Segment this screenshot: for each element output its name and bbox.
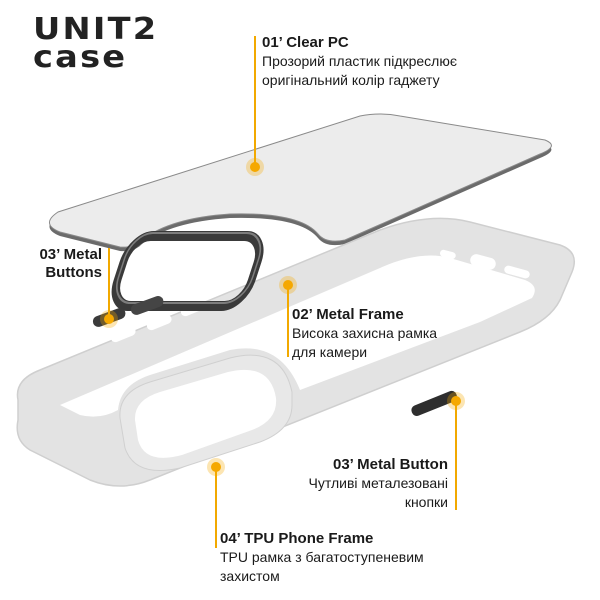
callout-01-desc-2: оригінальний колір гаджету	[262, 72, 440, 88]
logo-line-1: UNIT2	[33, 12, 159, 47]
marker-dot-02	[283, 280, 293, 290]
metal-camera-frame	[111, 231, 264, 311]
callout-03a-title-1: 03’ Metal	[39, 246, 102, 263]
callout-01-title: 01’ Clear PC	[262, 34, 349, 51]
leader-line-02	[287, 285, 289, 357]
brand-logo: UNIT2 case	[33, 15, 173, 73]
callout-01: 01’ Clear PC Прозорий пластик підкреслює…	[262, 34, 457, 90]
marker-dot-01	[250, 162, 260, 172]
marker-dot-04	[211, 462, 221, 472]
callout-03b-desc-1: Чутливі металезовані	[308, 475, 448, 491]
callout-02-title: 02’ Metal Frame	[292, 306, 404, 323]
callout-02-desc-1: Висока захисна рамка	[292, 325, 438, 341]
callout-03b-title: 03’ Metal Button	[332, 456, 448, 473]
marker-dot-03a	[104, 314, 114, 324]
callout-03a-title-2: Buttons	[45, 264, 102, 281]
callout-04-title: 04’ TPU Phone Frame	[220, 530, 374, 547]
leader-line-04	[215, 470, 217, 548]
marker-dot-03b	[451, 396, 461, 406]
callout-02-desc-2: для камери	[292, 344, 368, 360]
callout-03-left: 03’ Metal Buttons	[30, 246, 102, 282]
leader-line-03b	[455, 400, 457, 510]
callout-02: 02’ Metal Frame Висока захисна рамка для…	[292, 306, 437, 362]
clear-pc-plate	[49, 113, 552, 252]
logo-line-2: case	[33, 40, 128, 75]
callout-03-right: 03’ Metal Button Чутливі металезовані кн…	[250, 456, 448, 512]
leader-line-01	[254, 36, 256, 166]
callout-01-desc-1: Прозорий пластик підкреслює	[262, 53, 457, 69]
leader-line-03a	[108, 248, 110, 318]
callout-04-desc-2: захистом	[220, 568, 280, 584]
metal-button-right	[411, 390, 457, 417]
callout-04: 04’ TPU Phone Frame TPU рамка з багатост…	[220, 530, 424, 586]
tpu-frame	[16, 217, 575, 487]
callout-03b-desc-2: кнопки	[404, 494, 448, 510]
callout-04-desc-1: TPU рамка з багатоступеневим	[220, 549, 424, 565]
